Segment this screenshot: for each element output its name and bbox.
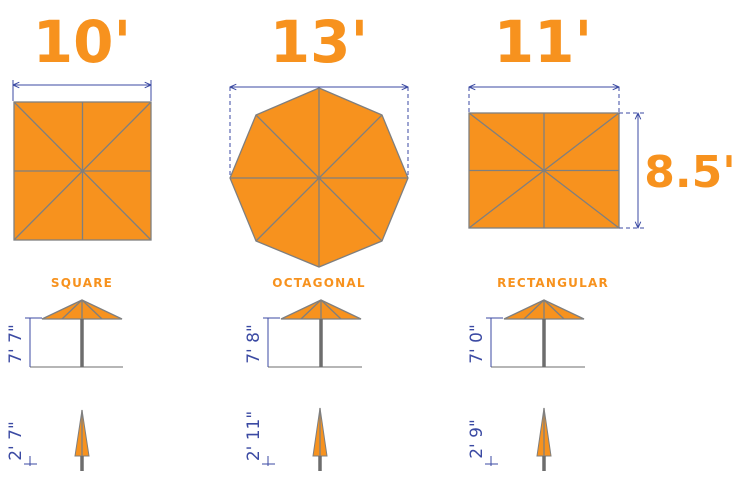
square-shape-label: SQUARE [51,276,113,290]
square-canopy-top-view [13,101,152,241]
rectangular-shape-label: RECTANGULAR [497,276,609,290]
octagonal-shape-label: OCTAGONAL [272,276,365,290]
octagonal-canopy-top-view [229,87,409,268]
rectangular-closed-umbrella [536,407,552,471]
rectangular-depth-label: 8.5' [644,147,735,198]
rectangular-open-side-view [491,299,585,368]
square-width-label: 10' [33,8,131,76]
rectangular-closed-height-label: 2' 9" [467,419,487,459]
square-umbrella-group: 10' SQUARE 7' 7" 2' [6,8,151,471]
rectangular-width-label: 11' [494,8,592,76]
octagonal-width-label: 13' [270,8,368,76]
rectangular-open-height-label: 7' 0" [467,324,487,364]
square-closed-height-label: 2' 7" [6,421,26,461]
rectangular-umbrella-group: 11' 8.5' RECTANGULAR 7' 0" [467,8,736,471]
octagonal-open-side-view [268,299,362,368]
octagonal-open-height-label: 7' 8" [244,324,264,364]
square-open-side-view [30,299,123,368]
square-open-height-label: 7' 7" [6,324,26,364]
octagonal-closed-umbrella [312,407,328,471]
rectangular-canopy-top-view [468,112,620,229]
square-closed-umbrella [74,409,90,471]
octagonal-closed-height-label: 2' 11" [244,411,264,461]
octagonal-umbrella-group: 13' OCTAGONAL 7' 8" [229,8,409,471]
